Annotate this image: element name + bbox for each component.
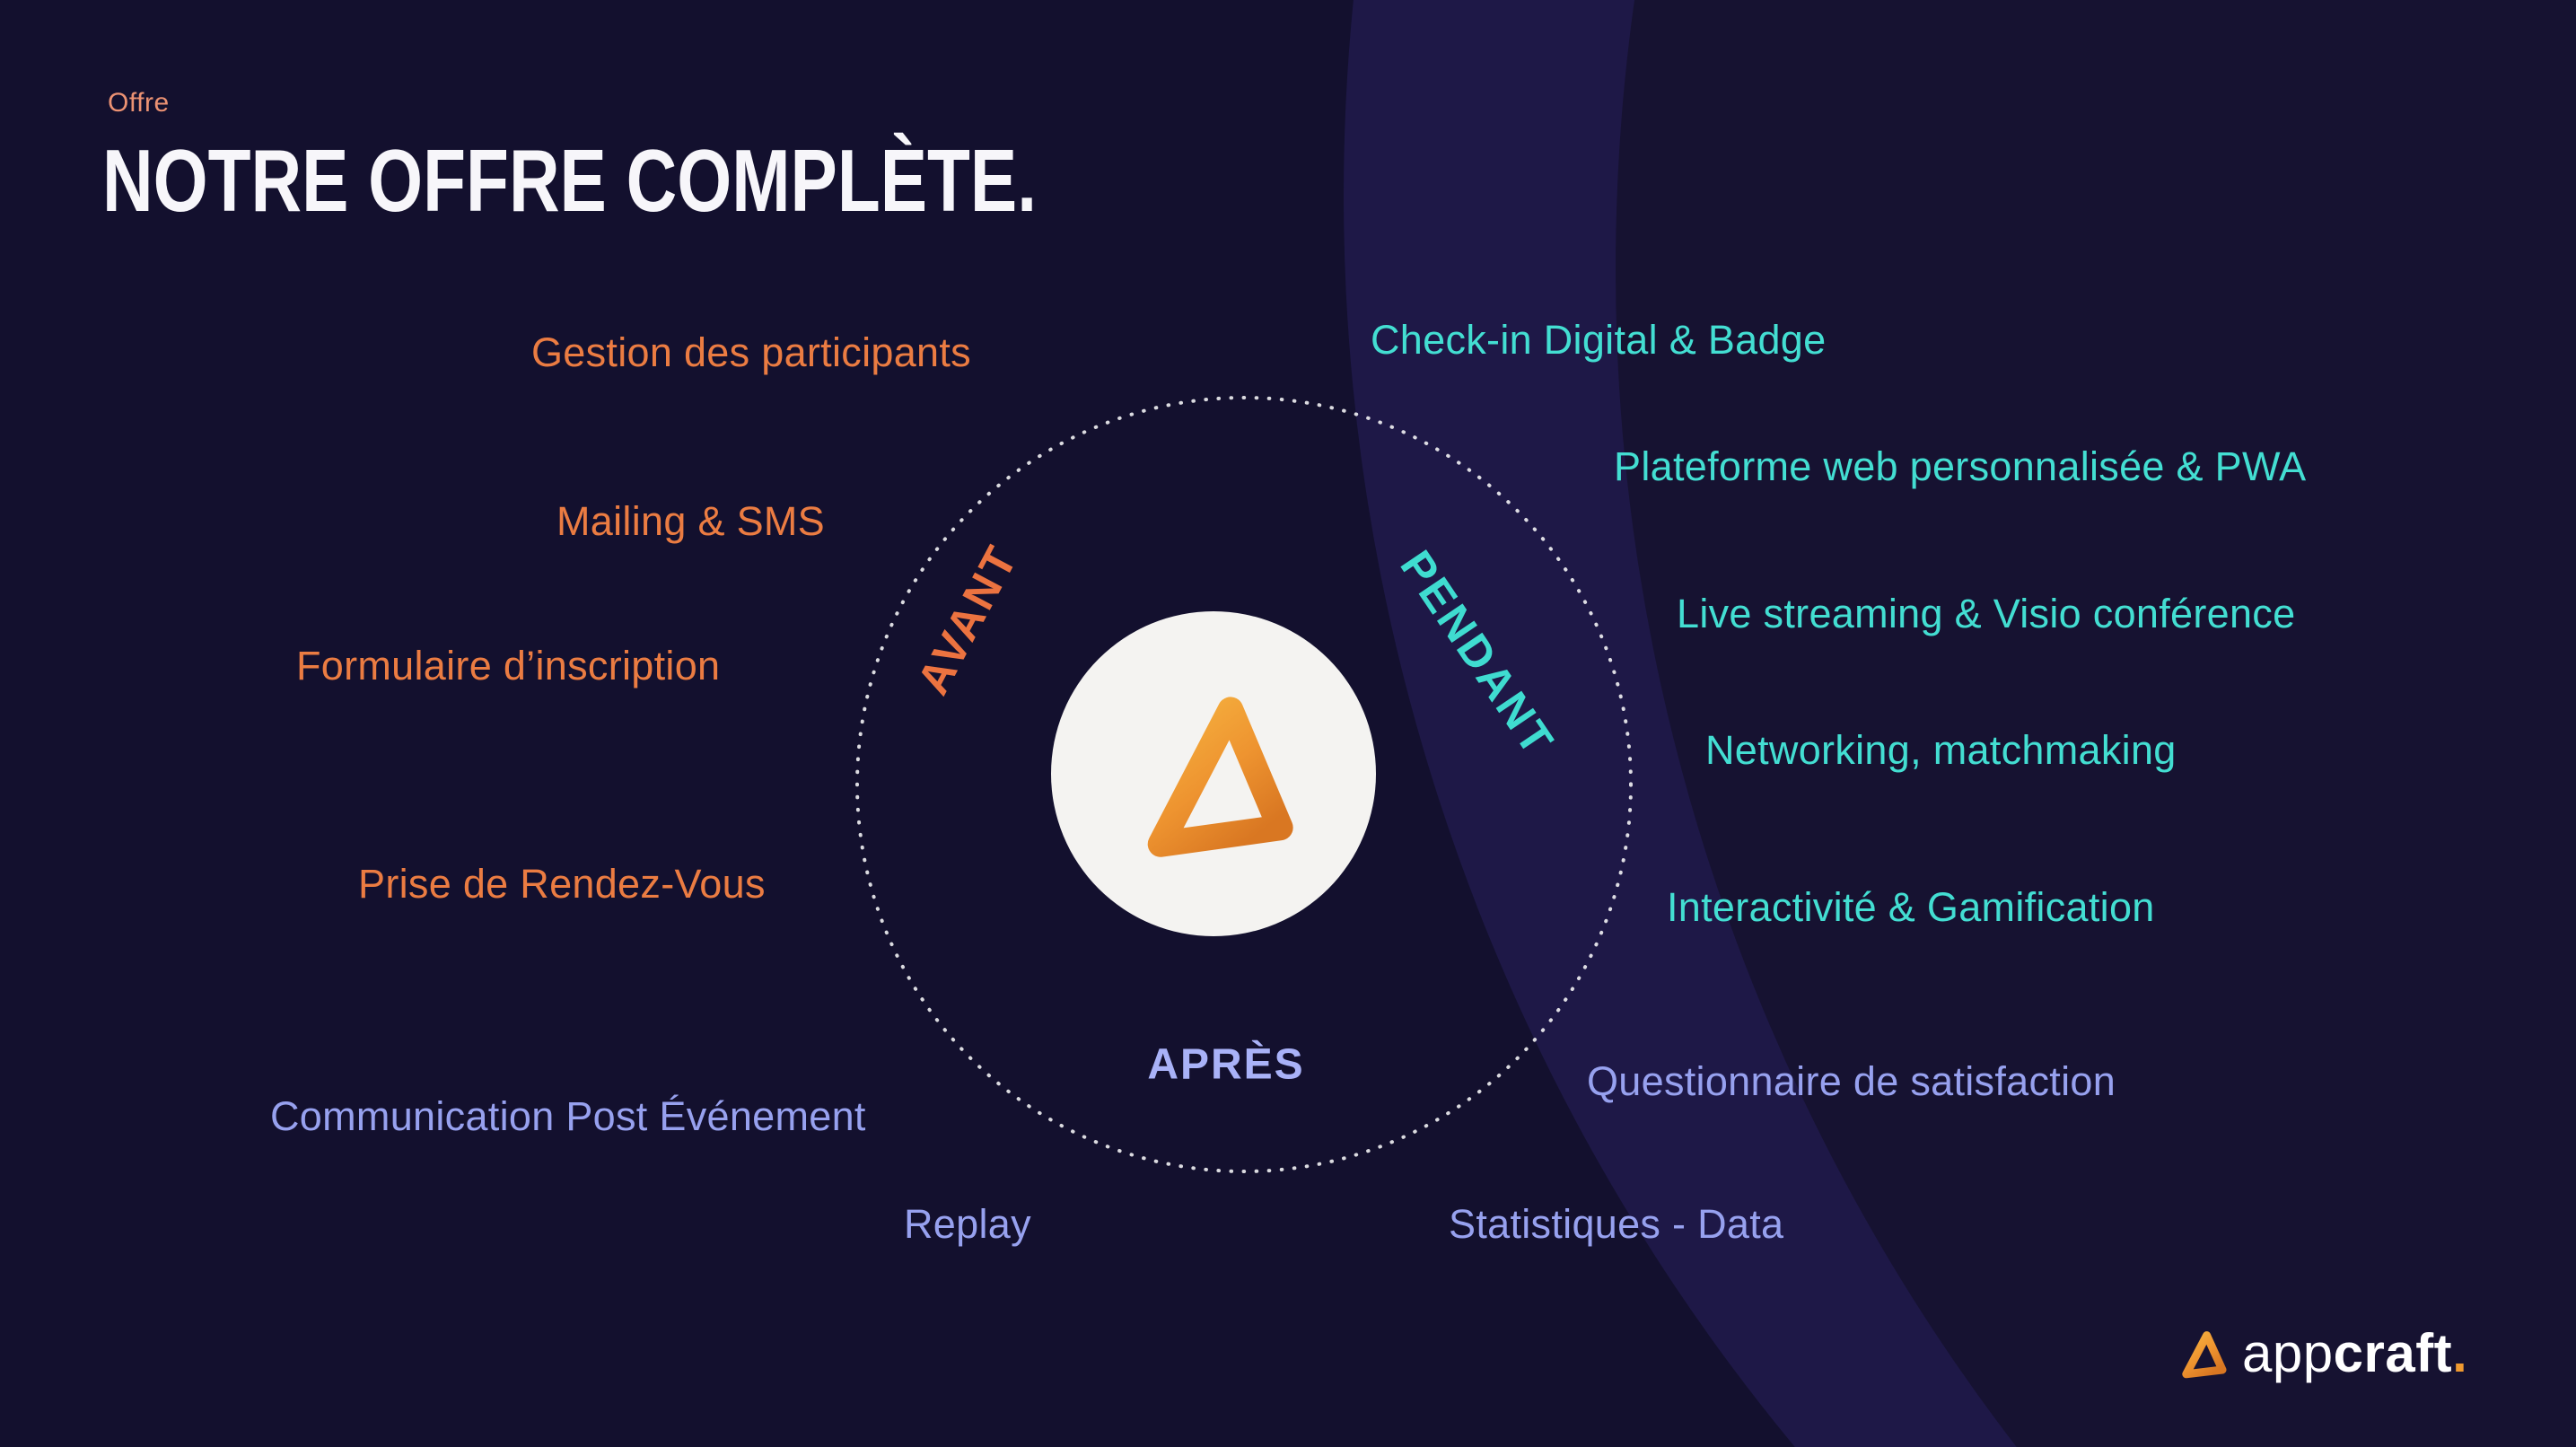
appcraft-wordmark: appcraft.	[2176, 1327, 2467, 1381]
item-interactivite-gamification: Interactivité & Gamification	[1667, 884, 2155, 930]
phase-label-apres: APRÈS	[1147, 1040, 1305, 1089]
page-title: NOTRE OFFRE COMPLÈTE.	[102, 131, 1037, 230]
item-live-streaming-visio: Live streaming & Visio conférence	[1677, 591, 2296, 636]
appcraft-triangle-icon	[2182, 1331, 2227, 1379]
item-statistiques-data: Statistiques - Data	[1449, 1201, 1784, 1247]
item-mailing-sms: Mailing & SMS	[556, 498, 825, 544]
brand-dot: .	[2452, 1323, 2468, 1383]
item-gestion-participants: Gestion des participants	[531, 329, 971, 375]
item-plateforme-web-pwa: Plateforme web personnalisée & PWA	[1614, 443, 2307, 489]
item-checkin-digital-badge: Check-in Digital & Badge	[1371, 317, 1827, 363]
item-questionnaire-satisfaction: Questionnaire de satisfaction	[1587, 1058, 2116, 1104]
item-prise-rendez-vous: Prise de Rendez-Vous	[358, 861, 766, 907]
item-formulaire-inscription: Formulaire d’inscription	[296, 643, 721, 688]
brand-app: app	[2242, 1323, 2334, 1383]
appcraft-logo-badge	[1051, 611, 1376, 936]
item-communication-post-evenement: Communication Post Événement	[270, 1093, 866, 1139]
brand-craft: craft	[2333, 1323, 2453, 1383]
item-replay: Replay	[904, 1201, 1031, 1247]
appcraft-triangle-icon	[1147, 696, 1293, 857]
dotted-circle	[855, 396, 1633, 1173]
brand-text: appcraft.	[2242, 1327, 2467, 1381]
item-networking-matchmaking: Networking, matchmaking	[1705, 727, 2177, 773]
eyebrow-label: Offre	[108, 88, 170, 118]
